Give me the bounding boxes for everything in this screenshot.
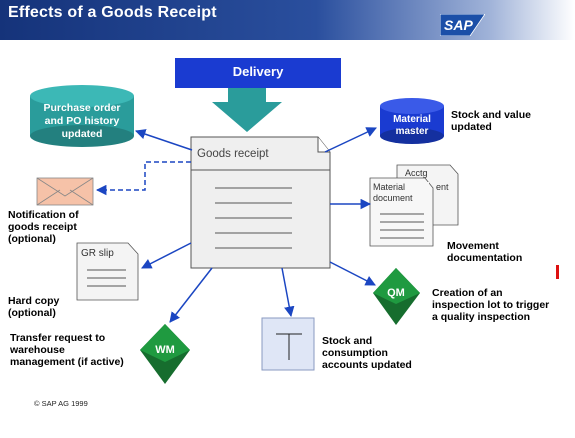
qm-diamond: [373, 268, 420, 325]
purchase-order-cylinder: [30, 85, 134, 147]
arrow-to-qm: [329, 261, 376, 286]
acctg-label: Acctg: [405, 168, 428, 178]
header-bar: Effects of a Goods Receipt SAP: [0, 0, 575, 40]
gr-slip-document: [76, 242, 139, 301]
t-account-icon: [261, 317, 315, 371]
notification-caption: Notification of goods receipt (optional): [8, 209, 79, 245]
envelope-icon: [36, 177, 94, 206]
arrow-to-stock: [281, 267, 295, 318]
movement-documentation-caption: Movement documentation: [447, 240, 523, 264]
material-master-cylinder: [380, 98, 444, 144]
wm-diamond: [140, 324, 190, 384]
arrow-to-notification: [95, 161, 191, 196]
copyright-icon: ©: [34, 399, 40, 408]
wm-label: WM: [155, 344, 175, 356]
delivery-label: Delivery: [232, 64, 284, 79]
arrow-to-purchase-order: [135, 129, 193, 151]
goods-receipt-label: Goods receipt: [197, 148, 269, 160]
material-master-label: Material master: [393, 114, 431, 137]
acctg-label-suffix: ent: [436, 182, 449, 192]
stock-caption: Stock and consumption accounts updated: [322, 335, 412, 371]
sap-logo-text: SAP: [444, 17, 473, 33]
arrow-to-gr-slip: [141, 242, 192, 269]
delivery-box: [175, 58, 341, 88]
material-document-label: Material document: [373, 182, 429, 204]
sap-logo: [439, 13, 486, 37]
copyright-label: SAP AG 1999: [41, 399, 88, 408]
hard-copy-caption: Hard copy (optional): [8, 295, 60, 319]
arrow-to-material-master: [324, 127, 377, 153]
gr-slip-label: GR slip: [81, 248, 114, 259]
material-master-caption: Stock and value updated: [451, 109, 531, 133]
copyright-text: © SAP AG 1999: [34, 399, 88, 408]
qm-label: QM: [387, 287, 405, 299]
arrow-to-wm: [169, 267, 213, 323]
purchase-order-label: Purchase order and PO history updated: [43, 102, 121, 140]
red-marker: [556, 265, 559, 279]
delivery-arrow: [212, 88, 282, 132]
qm-caption: Creation of an inspection lot to trigger…: [432, 287, 550, 323]
page-title: Effects of a Goods Receipt: [8, 4, 217, 21]
wm-caption: Transfer request to warehouse management…: [10, 332, 124, 368]
